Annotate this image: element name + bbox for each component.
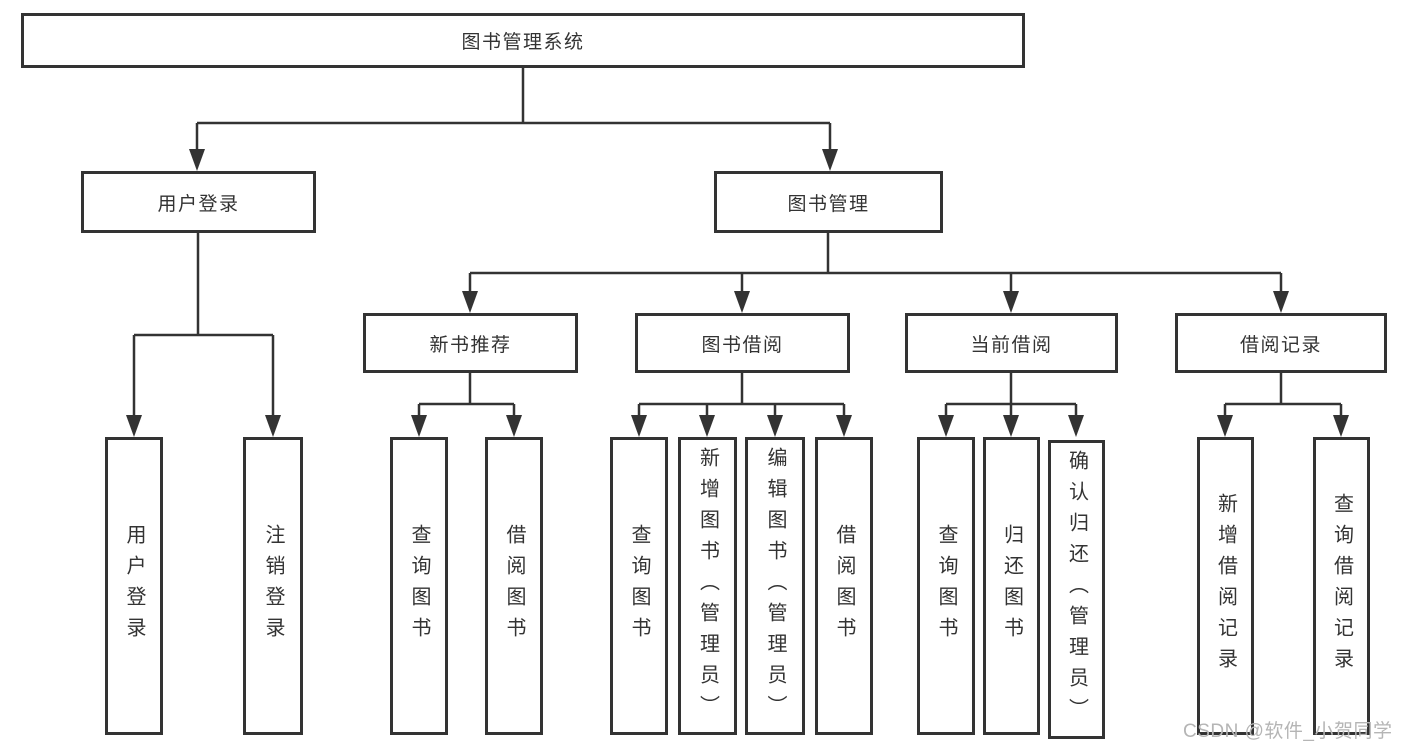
arrowhead-group-borrow-record bbox=[1273, 291, 1289, 313]
connector-new-book-to-leaves bbox=[417, 373, 516, 416]
arrowhead-group-book-borrow bbox=[734, 291, 750, 313]
leaf-br-query-record-label: 查询借阅记录 bbox=[1330, 493, 1353, 679]
group-current-borrow: 当前借阅 bbox=[905, 313, 1118, 373]
arrowhead-leaf-cb-return bbox=[1003, 415, 1019, 437]
arrowhead-leaf-bb-borrow bbox=[836, 415, 852, 437]
leaf-nb-query-book: 查询图书 bbox=[390, 437, 448, 735]
leaf-bb-borrow-book-label: 借阅图书 bbox=[833, 524, 855, 648]
group-borrow-record: 借阅记录 bbox=[1175, 313, 1387, 373]
branch-user-login: 用户登录 bbox=[81, 171, 316, 233]
arrowhead-leaf-bb-add bbox=[699, 415, 715, 437]
group-current-borrow-label: 当前借阅 bbox=[970, 334, 1053, 356]
leaf-bb-query-book-label: 查询图书 bbox=[628, 524, 650, 648]
leaf-nb-query-book-label: 查询图书 bbox=[408, 524, 430, 648]
root-node-label: 图书管理系统 bbox=[461, 32, 585, 53]
leaf-bb-query-book: 查询图书 bbox=[610, 437, 668, 735]
leaf-user-login: 用户登录 bbox=[105, 437, 163, 735]
leaf-bb-add-book-admin: 新增图书（管理员） bbox=[678, 437, 737, 735]
arrowhead-leaf-logout bbox=[265, 415, 281, 437]
branch-user-login-label: 用户登录 bbox=[157, 193, 240, 215]
connector-current-borrow-to-leaves bbox=[944, 373, 1078, 416]
csdn-watermark: CSDN @软件_小贺同学 bbox=[1183, 721, 1393, 742]
group-book-borrow-label: 图书借阅 bbox=[701, 334, 784, 356]
leaf-user-login-label: 用户登录 bbox=[123, 524, 145, 648]
connector-borrow-record-to-leaves bbox=[1223, 373, 1343, 416]
arrowhead-leaf-bb-query bbox=[631, 415, 647, 437]
arrowhead-leaf-cb-confirm bbox=[1068, 415, 1084, 437]
leaf-br-add-record: 新增借阅记录 bbox=[1197, 437, 1254, 735]
leaf-br-add-record-label: 新增借阅记录 bbox=[1214, 493, 1237, 679]
connector-root-to-level2 bbox=[195, 68, 832, 150]
group-book-borrow: 图书借阅 bbox=[635, 313, 850, 373]
connector-user-login-to-leaves bbox=[132, 233, 275, 416]
arrowhead-group-new-book bbox=[462, 291, 478, 313]
branch-book-mgmt-label: 图书管理 bbox=[787, 193, 870, 215]
arrowhead-leaf-nb-query bbox=[411, 415, 427, 437]
leaf-logout-label: 注销登录 bbox=[262, 524, 284, 648]
group-borrow-record-label: 借阅记录 bbox=[1239, 334, 1322, 356]
leaf-cb-query-book-label: 查询图书 bbox=[935, 524, 957, 648]
branch-book-mgmt: 图书管理 bbox=[714, 171, 943, 233]
leaf-nb-borrow-book-label: 借阅图书 bbox=[503, 524, 525, 648]
connector-book-mgmt-to-groups bbox=[468, 233, 1283, 292]
leaf-cb-confirm-return-admin: 确认归还（管理员） bbox=[1048, 440, 1105, 739]
arrowhead-user-login-branch bbox=[189, 149, 205, 171]
leaf-bb-edit-book-admin-label: 编辑图书（管理员） bbox=[764, 446, 786, 726]
leaf-nb-borrow-book: 借阅图书 bbox=[485, 437, 543, 735]
root-node: 图书管理系统 bbox=[21, 13, 1025, 68]
arrowhead-leaf-br-add bbox=[1217, 415, 1233, 437]
leaf-cb-confirm-return-admin-label: 确认归还（管理员） bbox=[1065, 450, 1088, 729]
arrowhead-leaf-cb-query bbox=[938, 415, 954, 437]
leaf-bb-edit-book-admin: 编辑图书（管理员） bbox=[745, 437, 805, 735]
arrowhead-book-mgmt-branch bbox=[822, 149, 838, 171]
group-new-book-label: 新书推荐 bbox=[429, 334, 512, 356]
arrowhead-leaf-nb-borrow bbox=[506, 415, 522, 437]
leaf-cb-query-book: 查询图书 bbox=[917, 437, 975, 735]
leaf-bb-add-book-admin-label: 新增图书（管理员） bbox=[696, 446, 719, 726]
leaf-cb-return-book-label: 归还图书 bbox=[1000, 524, 1023, 648]
leaf-br-query-record: 查询借阅记录 bbox=[1313, 437, 1370, 735]
arrowhead-leaf-user-login bbox=[126, 415, 142, 437]
arrowhead-group-current-borrow bbox=[1003, 291, 1019, 313]
leaf-bb-borrow-book: 借阅图书 bbox=[815, 437, 873, 735]
leaf-cb-return-book: 归还图书 bbox=[983, 437, 1040, 735]
group-new-book: 新书推荐 bbox=[363, 313, 578, 373]
connector-book-borrow-to-leaves bbox=[637, 373, 846, 416]
arrowhead-leaf-br-query bbox=[1333, 415, 1349, 437]
arrowhead-leaf-bb-edit bbox=[767, 415, 783, 437]
leaf-logout: 注销登录 bbox=[243, 437, 303, 735]
